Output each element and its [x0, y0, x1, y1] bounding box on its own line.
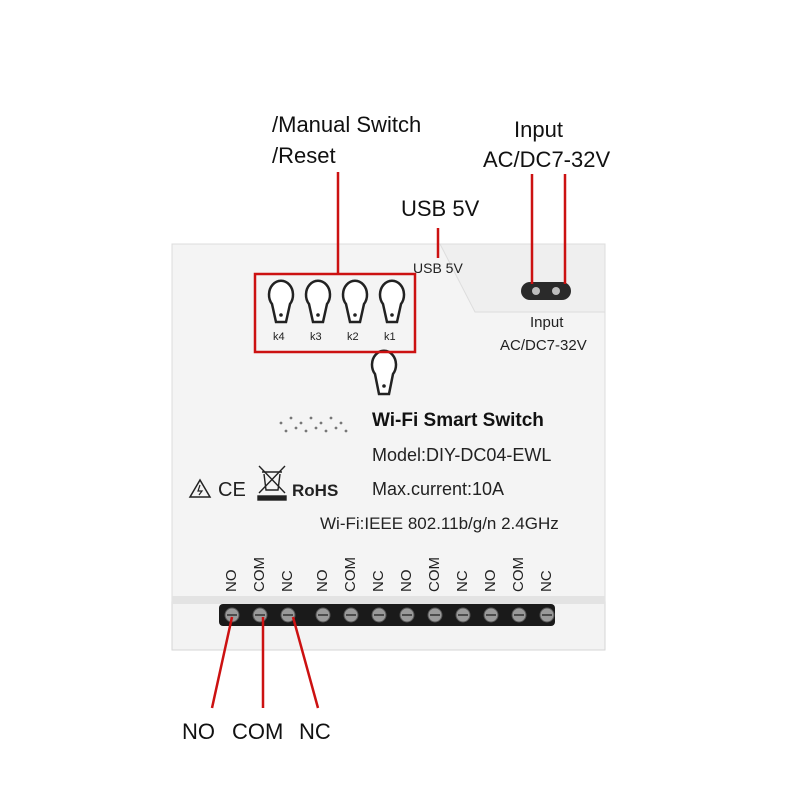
callout-com: COM: [232, 719, 284, 744]
ce-mark: CE: [218, 479, 246, 501]
callout-usb: USB 5V: [401, 196, 480, 221]
button-label-k1: k1: [384, 331, 396, 343]
callout-lines: [210, 172, 567, 709]
button-k4: [267, 279, 295, 324]
button-k3: [304, 279, 332, 324]
callout-manual-switch-line2: /Reset: [272, 143, 336, 168]
weee-bin-icon: [257, 465, 287, 501]
terminal-label-com: COM: [251, 557, 268, 592]
button-label-k4: k4: [273, 331, 285, 343]
terminal-label-no: NO: [398, 569, 415, 593]
callout-line-nc: [291, 616, 320, 709]
terminal-label-com: COM: [426, 557, 443, 592]
terminal-label-nc: NC: [454, 570, 471, 592]
input-screw-2: [552, 287, 560, 295]
device-usb-label: USB 5V: [413, 260, 463, 276]
callout-line-no: [210, 616, 234, 709]
callout-input-line2: AC/DC7-32V: [483, 147, 611, 172]
button-k1: [378, 279, 406, 324]
device-max-current: Max.current:10A: [372, 479, 505, 499]
rohs-mark: RoHS: [292, 481, 339, 500]
terminal-label-no: NO: [482, 569, 499, 593]
terminal-label-nc: NC: [538, 570, 555, 592]
device-input-label-line2: AC/DC7-32V: [500, 337, 587, 354]
button-label-k2: k2: [347, 331, 359, 343]
device-wifi-spec: Wi-Fi:IEEE 802.11b/g/n 2.4GHz: [320, 514, 559, 533]
terminal-label-com: COM: [342, 557, 359, 592]
input-connector: [521, 282, 571, 300]
callout-manual-switch-line1: /Manual Switch: [272, 112, 422, 137]
callout-nc: NC: [299, 719, 331, 744]
input-screw-1: [532, 287, 540, 295]
buttons-highlight-box: [253, 272, 417, 354]
terminal-label-nc: NC: [370, 570, 387, 592]
device-lower-shadow: [172, 596, 605, 604]
terminal-label-no: NO: [314, 569, 331, 593]
terminal-label-com: COM: [510, 557, 527, 592]
device-title: Wi-Fi Smart Switch: [372, 410, 544, 431]
callout-input-line1: Input: [514, 117, 563, 142]
terminal-strip: [219, 604, 555, 626]
led-dots: [279, 416, 348, 433]
warning-icon: [188, 478, 212, 498]
callout-no: NO: [182, 719, 215, 744]
button-k2: [341, 279, 369, 324]
terminal-label-no: NO: [223, 569, 240, 593]
device-model: Model:DIY-DC04-EWL: [372, 445, 552, 465]
device-input-label-line1: Input: [530, 314, 564, 331]
terminal-label-nc: NC: [279, 570, 296, 592]
button-label-k3: k3: [310, 331, 322, 343]
